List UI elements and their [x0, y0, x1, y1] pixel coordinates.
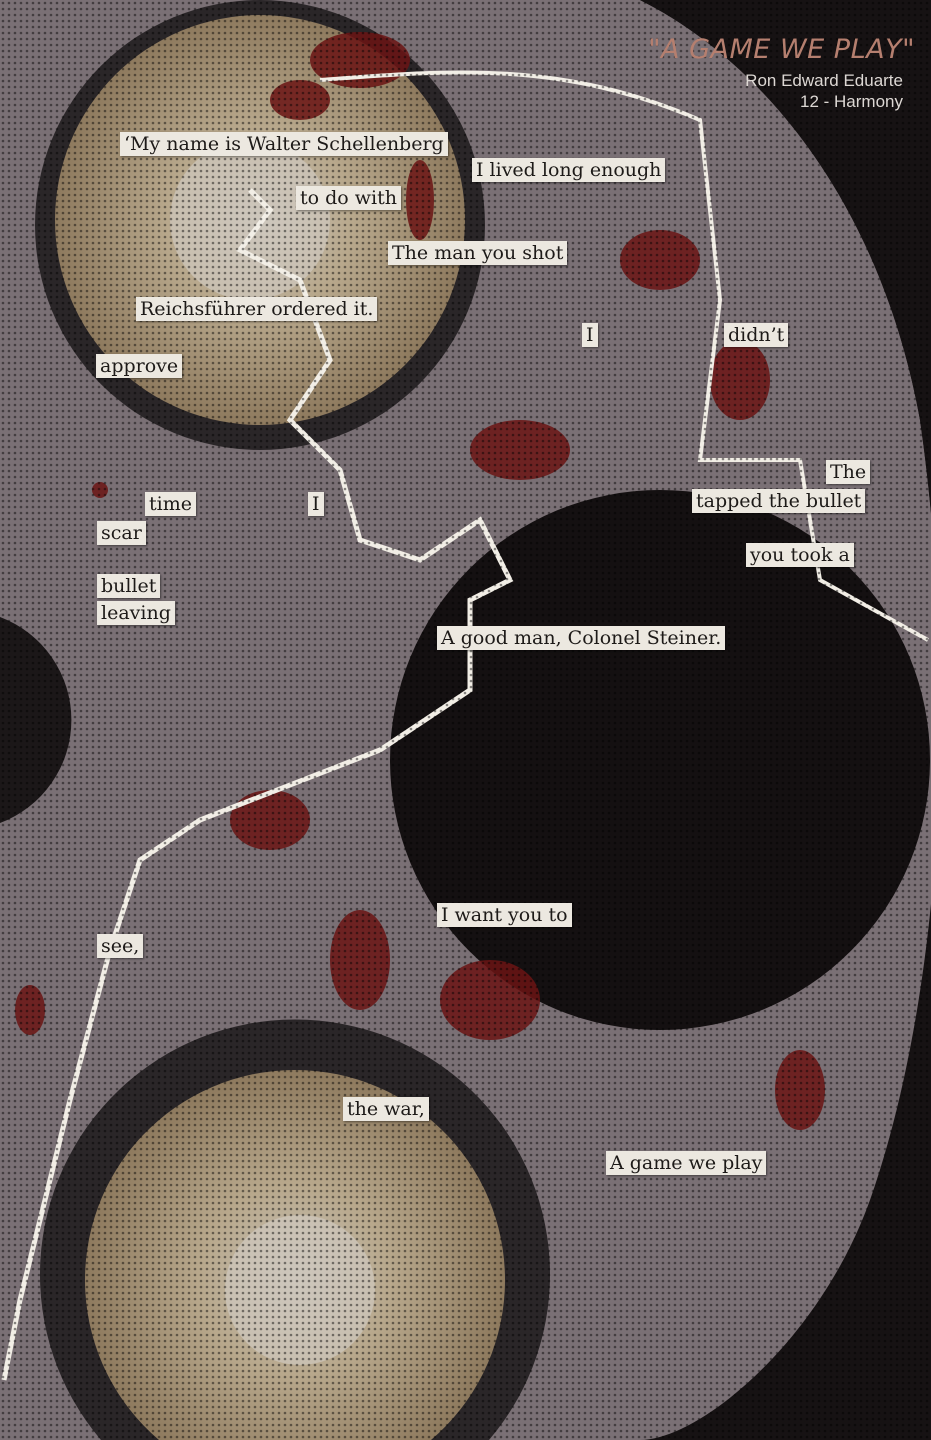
- clipping: A game we play: [606, 1151, 767, 1175]
- clipping: ‘My name is Walter Schellenberg: [120, 132, 448, 156]
- clipping: time: [145, 492, 196, 516]
- clipping: I lived long enough: [472, 158, 666, 182]
- clipping: didn’t: [724, 323, 789, 347]
- clipping: the war,: [343, 1097, 429, 1121]
- clipping: you took a: [746, 543, 854, 567]
- clipping: A good man, Colonel Steiner.: [437, 626, 726, 650]
- clipping: to do with: [296, 186, 401, 210]
- author-name: Ron Edward Eduarte: [745, 71, 903, 90]
- clipping: scar: [97, 521, 146, 545]
- clipping: The: [826, 460, 871, 484]
- clipping: see,: [97, 934, 144, 958]
- author-block: Ron Edward Eduarte 12 - Harmony: [745, 70, 903, 112]
- clipping: Reichsführer ordered it.: [136, 297, 378, 321]
- clipping: I: [308, 492, 324, 516]
- clipping: bullet: [97, 574, 161, 598]
- clipping: approve: [96, 354, 183, 378]
- clipping: The man you shot: [388, 241, 568, 265]
- clipping: I: [582, 323, 598, 347]
- clipping: leaving: [97, 601, 175, 625]
- clipping: tapped the bullet: [692, 489, 866, 513]
- author-section: 12 - Harmony: [800, 92, 903, 111]
- clipping: I want you to: [437, 903, 572, 927]
- poster-title: "A GAME WE PLAY": [648, 34, 915, 65]
